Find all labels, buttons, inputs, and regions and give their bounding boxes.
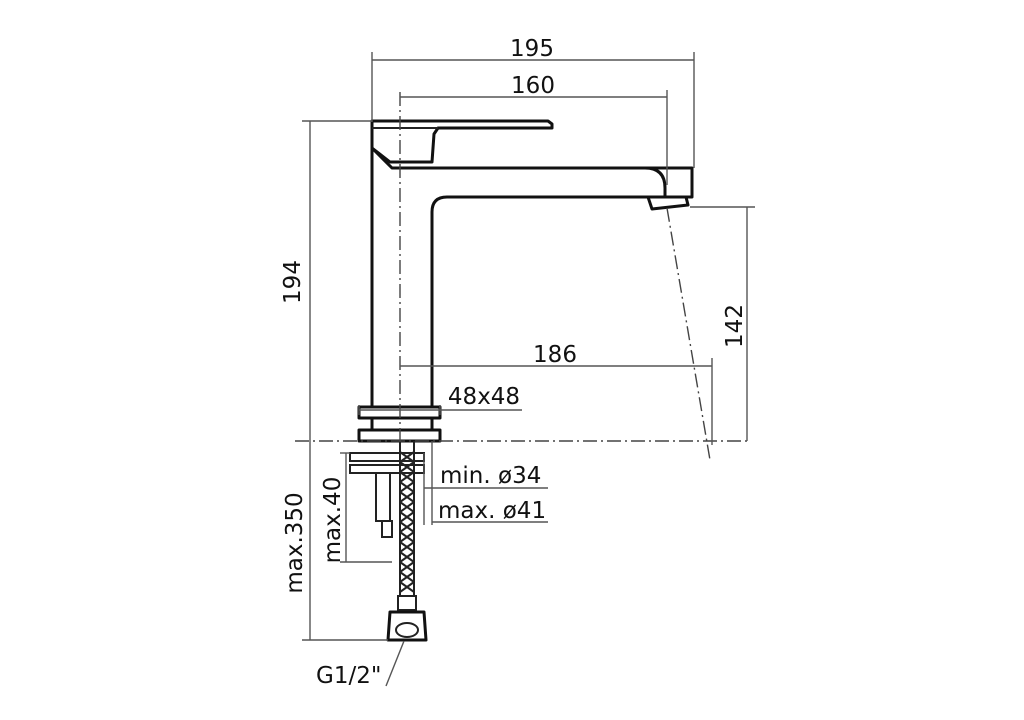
fixing-nut — [381, 520, 393, 538]
faucet-body — [370, 146, 667, 409]
dimension-min-hole: min. ø34 — [440, 463, 541, 489]
reference-lines — [295, 92, 748, 461]
fixing-rod — [375, 472, 391, 522]
dimension-lines — [302, 52, 755, 687]
hose-ferrule — [397, 595, 417, 611]
dimension-max-350: max.350 — [282, 492, 308, 593]
washer-top — [349, 452, 425, 462]
water-stream-line — [666, 207, 711, 461]
braided-hose — [399, 441, 415, 596]
dimension-max-40: max.40 — [320, 477, 346, 564]
hose-connector-nut — [386, 610, 428, 642]
dimension-194: 194 — [280, 260, 306, 304]
aerator — [646, 195, 690, 211]
connector-thread — [395, 622, 419, 638]
dimension-g1-2: G1/2" — [316, 663, 381, 689]
faucet-outline — [349, 119, 694, 642]
dimension-186: 186 — [533, 342, 577, 368]
dimension-142: 142 — [722, 304, 748, 348]
dimension-160: 160 — [511, 73, 555, 99]
dimension-48x48: 48x48 — [448, 384, 520, 410]
dimension-max-hole: max. ø41 — [438, 498, 546, 524]
dimension-195: 195 — [510, 36, 554, 62]
spout — [392, 166, 694, 199]
